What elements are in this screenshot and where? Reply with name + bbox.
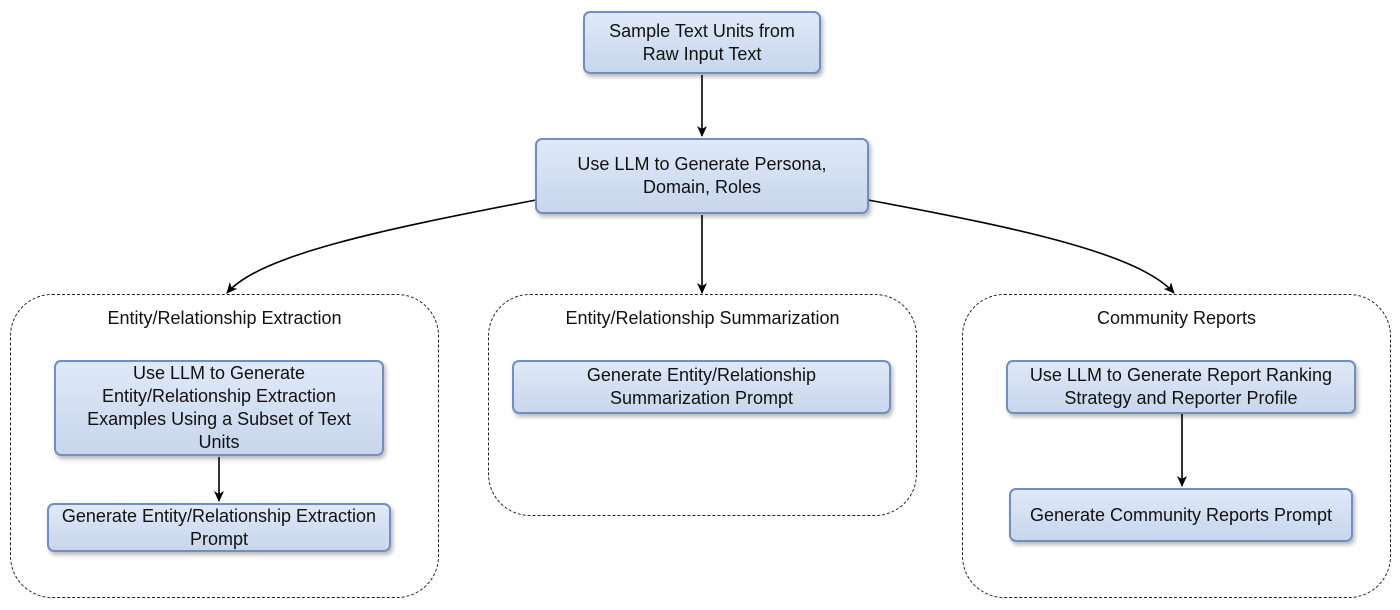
group-title-community: Community Reports [1096, 308, 1257, 328]
edge-persona-to-community [867, 199, 1175, 294]
node-report-ranking-strategy: Use LLM to Generate Report Ranking Strat… [1006, 360, 1356, 414]
node-summarization-prompt: Generate Entity/Relationship Summarizati… [512, 360, 891, 414]
node-entity-relationship-examples: Use LLM to Generate Entity/Relationship … [54, 360, 384, 456]
edge-persona-to-extraction [226, 199, 537, 294]
group-community-reports: Community Reports [962, 294, 1391, 598]
group-entity-relationship-extraction: Entity/Relationship Extraction [10, 294, 439, 598]
group-entity-relationship-summarization: Entity/Relationship Summarization [488, 294, 917, 516]
node-sample-text-units: Sample Text Units from Raw Input Text [583, 11, 821, 74]
node-entity-relationship-extraction-prompt: Generate Entity/Relationship Extraction … [47, 503, 391, 552]
node-generate-persona: Use LLM to Generate Persona, Domain, Rol… [535, 138, 869, 214]
node-community-reports-prompt: Generate Community Reports Prompt [1009, 488, 1353, 542]
group-title-summarization: Entity/Relationship Summarization [565, 308, 840, 328]
group-title-extraction: Entity/Relationship Extraction [107, 308, 342, 328]
